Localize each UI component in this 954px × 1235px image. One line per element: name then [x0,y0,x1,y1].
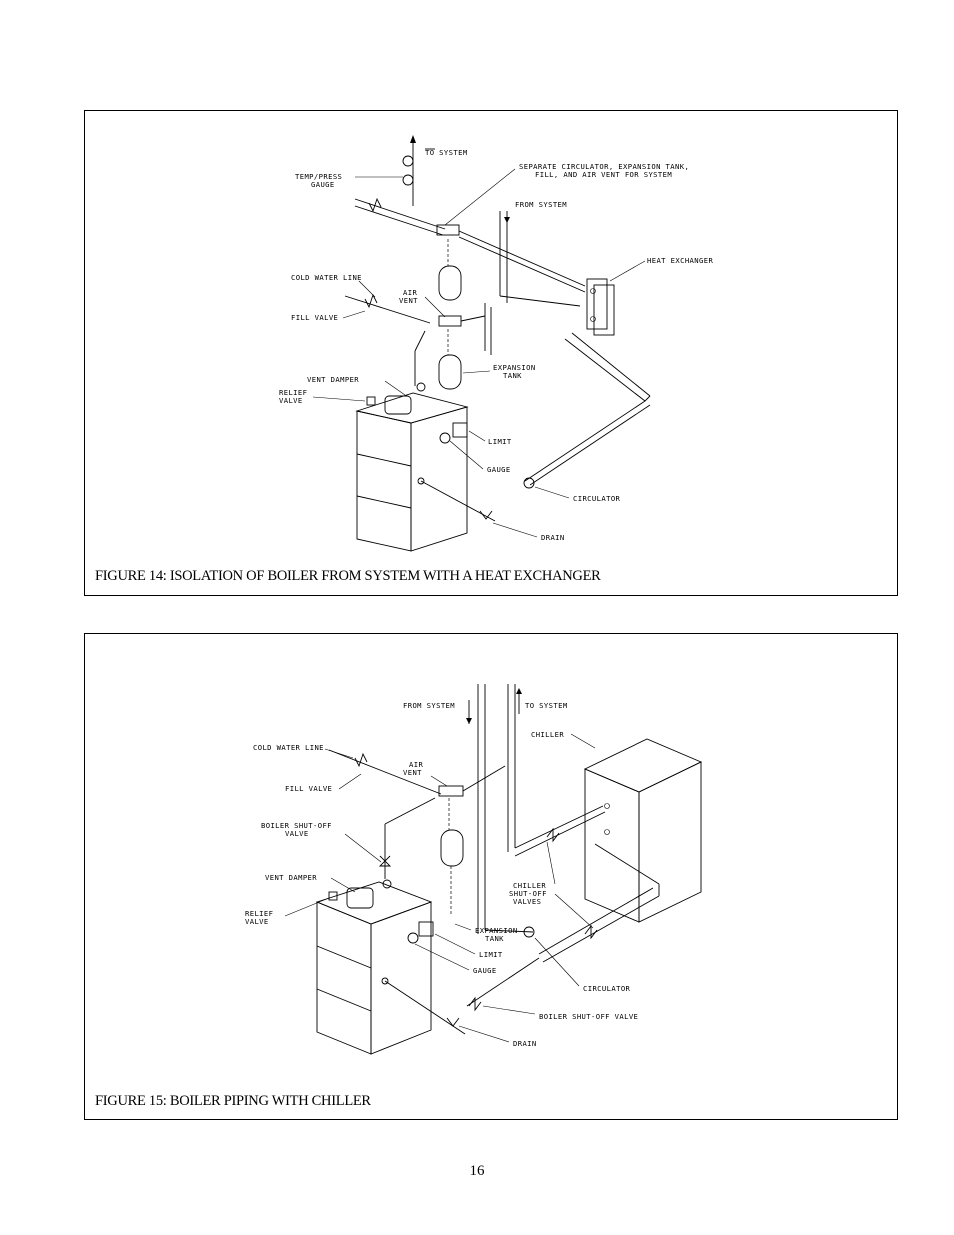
label-expansion-2: TANK [485,934,504,943]
label-heat-exchanger: HEAT EXCHANGER [647,256,713,265]
label-chiller-shutoff-3: VALVES [513,897,541,906]
boiler [355,392,469,552]
label-gauge: GAUGE [487,465,511,474]
label-relief-1: RELIEF [245,909,273,918]
label-limit: LIMIT [488,437,512,446]
label-separate-2: FILL, AND AIR VENT FOR SYSTEM [535,170,672,179]
heat-exchanger [586,278,608,330]
fill-valve-icon [364,293,378,309]
label-to-system: TO SYSTEM [425,148,468,157]
label-expansion-1: EXPANSION [475,926,518,935]
label-boiler-shutoff-valve: BOILER SHUT-OFF VALVE [539,1012,638,1021]
label-vent-damper: VENT DAMPER [265,873,317,882]
label-chiller-shutoff-1: CHILLER [513,881,546,890]
limit-control [452,422,468,438]
relief-valve [366,396,376,406]
boiler-gauge [439,432,451,444]
drain-valve [479,510,493,520]
expansion-tank [440,829,464,867]
label-air-vent-1: AIR [409,760,423,769]
relief-valve [328,891,338,901]
figure-14-diagram: TO SYSTEM TEMP/PRESS GAUGE SEPARATE CIRC… [279,135,713,552]
label-boiler-shutoff-1: BOILER SHUT-OFF [261,821,332,830]
label-temp-press-2: GAUGE [311,180,335,189]
label-cold-water-line: COLD WATER LINE [253,743,324,752]
label-gauge: GAUGE [473,966,497,975]
air-vent [438,315,462,327]
label-to-system: TO SYSTEM [525,701,568,710]
page-number: 16 [469,1163,485,1179]
temp-press-gauge [402,155,414,167]
label-circulator: CIRCULATOR [573,494,621,503]
system-expansion-tank [438,265,462,301]
figure-14-caption: FIGURE 14: ISOLATION OF BOILER FROM SYST… [95,568,601,584]
vent-damper [384,395,412,415]
label-air-vent-1: AIR [403,288,417,297]
boiler [315,881,434,1055]
circulator [523,926,535,938]
system-valve-icon [368,197,382,213]
air-vent [438,785,464,797]
chiller-shutoff-valve-upper [546,827,560,843]
label-from-system: FROM SYSTEM [515,200,567,209]
label-relief-1: RELIEF [279,388,307,397]
circulator [523,477,535,489]
boiler-gauge [407,932,419,944]
label-fill-valve: FILL VALVE [291,313,338,322]
label-circulator: CIRCULATOR [583,984,631,993]
figure-14: TO SYSTEM TEMP/PRESS GAUGE SEPARATE CIRC… [84,110,898,596]
drain-valve [446,1017,460,1027]
figure-15-diagram: FROM SYSTEM TO SYSTEM CHILLER COLD WATER… [245,684,703,1055]
chiller-shutoff-valve-lower [584,924,598,940]
label-air-vent-2: VENT [399,296,418,305]
label-separate-1: SEPARATE CIRCULATOR, EXPANSION TANK, [519,162,689,171]
boiler-shutoff-valve-lower [468,996,482,1012]
label-relief-2: VALVE [245,917,269,926]
figure-15: FROM SYSTEM TO SYSTEM CHILLER COLD WATER… [84,633,898,1120]
label-from-system: FROM SYSTEM [403,701,455,710]
label-limit: LIMIT [479,950,503,959]
label-relief-2: VALVE [279,396,303,405]
label-temp-press-1: TEMP/PRESS [295,172,342,181]
system-circulator [436,224,460,236]
chiller [583,738,703,923]
label-chiller: CHILLER [531,730,564,739]
label-fill-valve: FILL VALVE [285,784,332,793]
label-drain: DRAIN [513,1039,537,1048]
fill-valve-icon [354,752,368,768]
label-drain: DRAIN [541,533,565,542]
label-vent-damper: VENT DAMPER [307,375,359,384]
label-boiler-shutoff-2: VALVE [285,829,309,838]
label-expansion-2: TANK [503,371,522,380]
boiler-expansion-tank [438,354,462,390]
label-cold-water-line: COLD WATER LINE [291,273,362,282]
limit-control [418,921,434,937]
vent-damper [346,887,374,909]
label-air-vent-2: VENT [403,768,422,777]
boiler-shutoff-valve-upper [378,855,392,867]
label-chiller-shutoff-2: SHUT-OFF [509,889,547,898]
figure-15-caption: FIGURE 15: BOILER PIPING WITH CHILLER [95,1093,371,1109]
label-expansion-1: EXPANSION [493,363,536,372]
